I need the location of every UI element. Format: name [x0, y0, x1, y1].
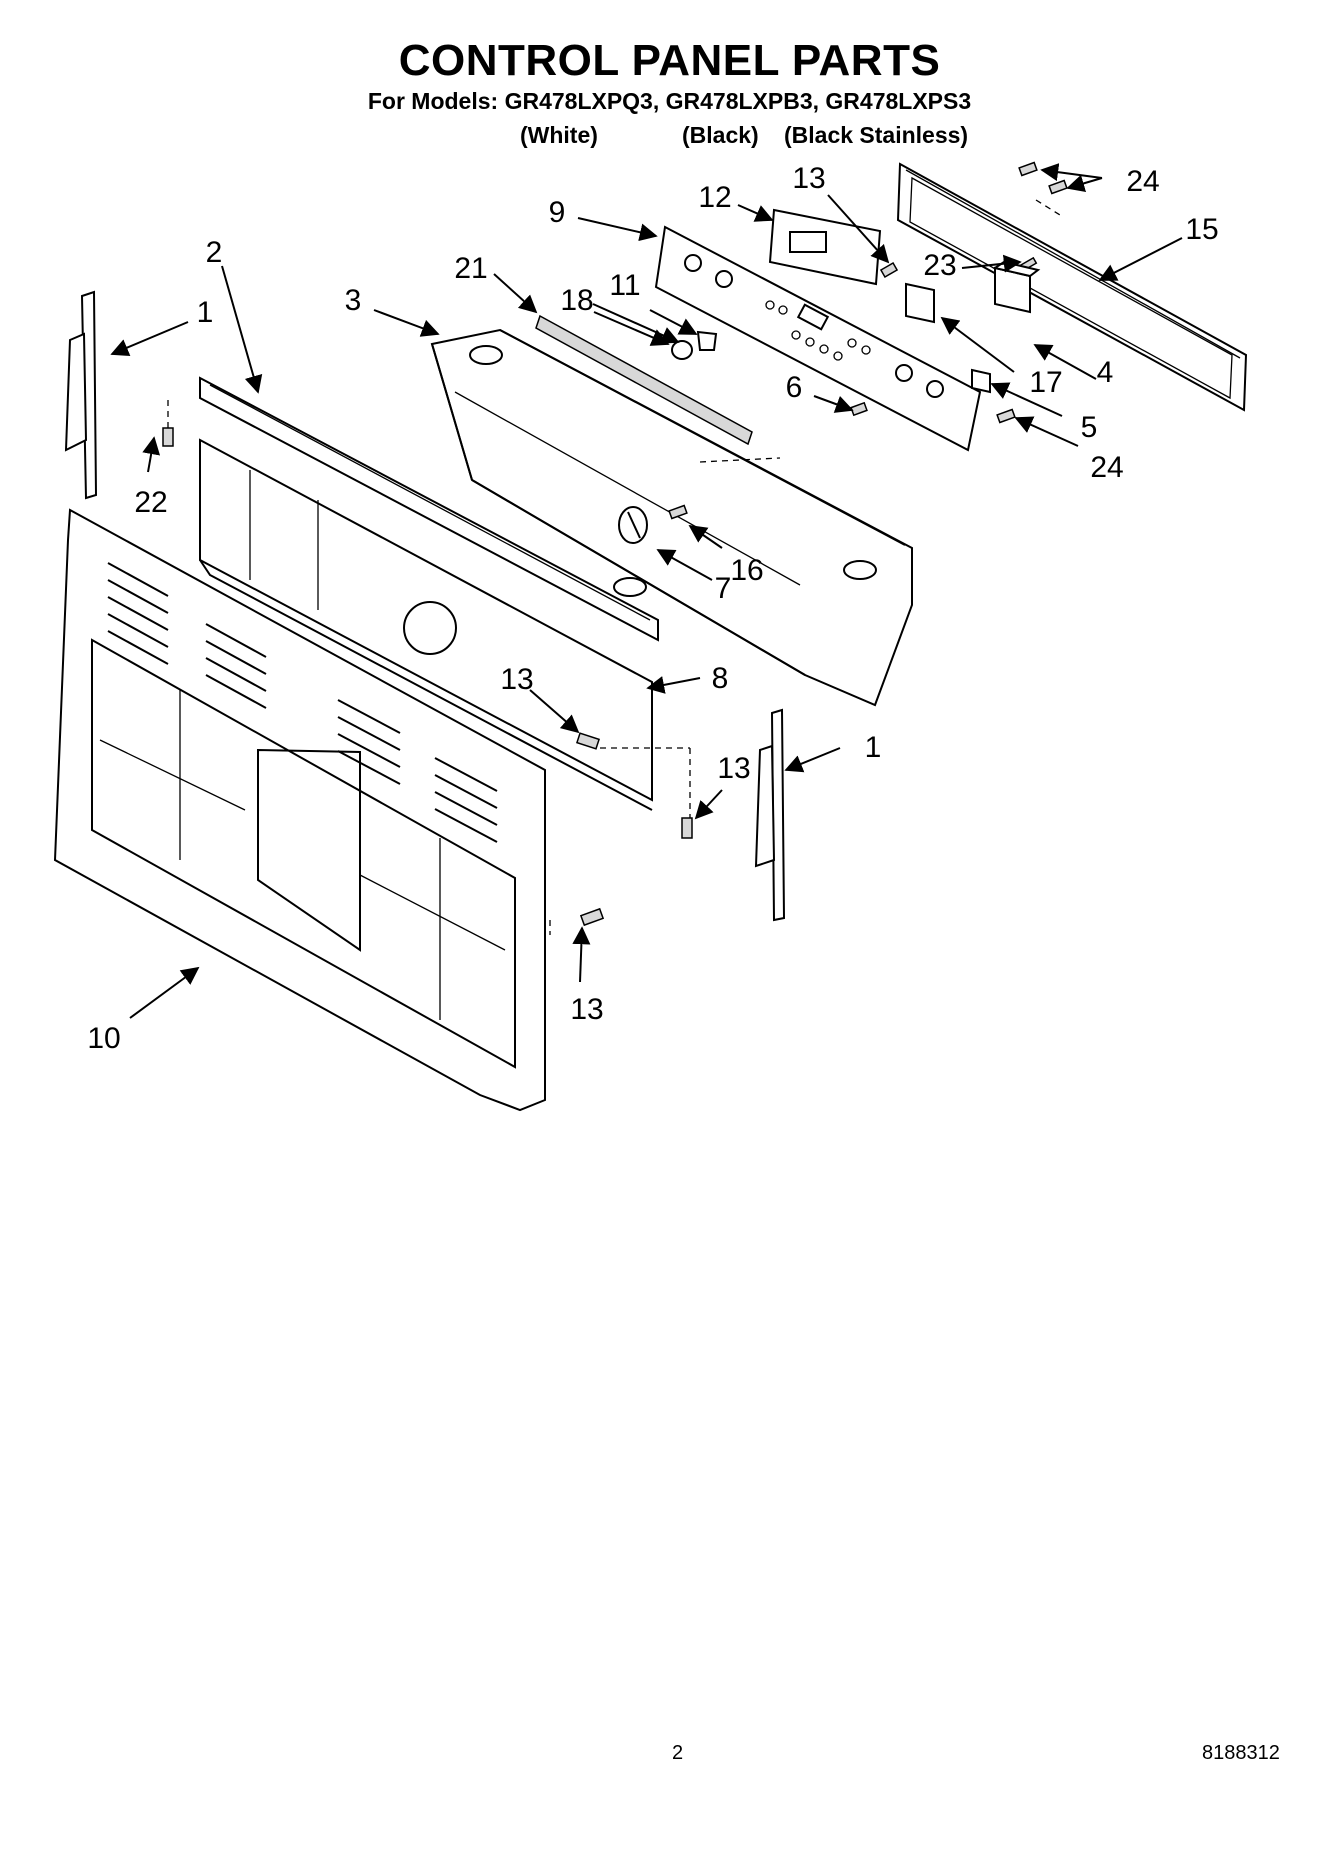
callout-1-left: 1 — [196, 296, 214, 329]
callout-11: 11 — [609, 269, 641, 302]
part-4-relay — [992, 260, 1041, 314]
callout-21: 21 — [454, 252, 488, 285]
models-line: For Models: GR478LXPQ3, GR478LXPB3, GR47… — [367, 88, 972, 114]
callout-6: 6 — [785, 371, 803, 404]
page-number: 2 — [672, 1742, 684, 1764]
callout-5: 5 — [1080, 411, 1098, 444]
variant-white: (White) — [520, 122, 598, 148]
part-11-knob-stem — [696, 330, 718, 351]
callout-13-right: 13 — [717, 752, 751, 785]
callout-1-right: 1 — [864, 731, 882, 764]
part-21-switch-bar — [535, 314, 753, 446]
callout-13-mid: 13 — [500, 663, 534, 696]
callout-17: 17 — [1029, 366, 1063, 399]
variant-black-stainless: (Black Stainless) — [784, 122, 969, 148]
vent-slots — [107, 562, 498, 843]
part-1-right-bracket — [754, 708, 786, 922]
callout-24-top: 24 — [1126, 165, 1160, 198]
part-8-manifold-panel — [199, 438, 653, 811]
callout-18: 18 — [560, 284, 594, 317]
alignment-lines — [167, 199, 1061, 935]
part-10-rear-panel — [53, 508, 546, 1112]
callout-13-bottom: 13 — [570, 993, 604, 1026]
part-18-knob-cap — [671, 340, 693, 360]
part-1-left-bracket — [64, 290, 98, 500]
page-title: CONTROL PANEL PARTS — [398, 36, 941, 85]
callout-23: 23 — [923, 249, 957, 282]
callout-9: 9 — [548, 196, 566, 229]
part-2-top-rail — [199, 376, 659, 642]
screws — [162, 161, 1068, 927]
callout-16: 16 — [730, 554, 764, 587]
callout-3: 3 — [344, 284, 362, 317]
callout-2: 2 — [205, 236, 223, 269]
part-12-display-board — [768, 208, 882, 286]
part-5-component — [971, 368, 991, 394]
callout-12: 12 — [698, 181, 732, 214]
variant-black: (Black) — [682, 122, 759, 148]
leader-lines — [110, 163, 1183, 1019]
callout-22: 22 — [134, 486, 168, 519]
callout-13-top: 13 — [792, 162, 826, 195]
document-number: 8188312 — [1202, 1742, 1280, 1764]
callout-15: 15 — [1185, 213, 1219, 246]
part-9-control-panel-face — [654, 225, 982, 452]
callout-4: 4 — [1096, 356, 1114, 389]
part-15-gasket-frame — [896, 162, 1248, 412]
callout-8: 8 — [711, 662, 729, 695]
part-17-switch — [905, 282, 935, 324]
callout-10: 10 — [87, 1022, 121, 1055]
callout-24-bottom: 24 — [1090, 451, 1124, 484]
part-7-knob — [618, 506, 648, 544]
callout-7: 7 — [714, 572, 732, 605]
